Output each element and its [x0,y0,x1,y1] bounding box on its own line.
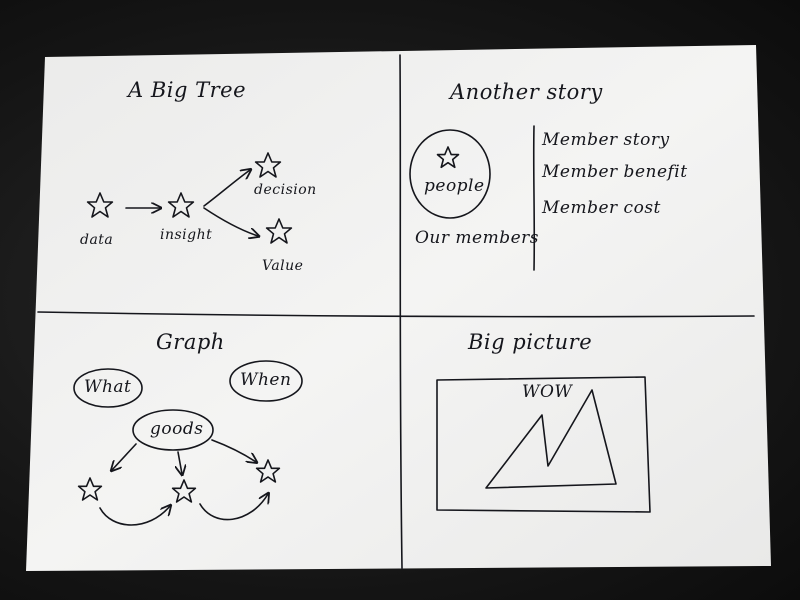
star-icon-graph-left [77,477,103,501]
star-icon-value [265,218,293,244]
label-our-members: Our members [415,228,540,248]
bubble-what [73,368,143,408]
list-item-member-cost: Member cost [542,198,661,218]
horizontal-divider [37,311,755,318]
title-graph: Graph [156,330,225,354]
mountain-icon [485,389,617,489]
title-another-story: Another story [450,80,603,104]
star-icon-graph-right [255,459,281,483]
bubble-label-when: When [240,370,292,390]
label-decision: decision [254,182,317,198]
list-divider [532,125,536,271]
picture-frame [436,376,651,513]
star-icon-decision [254,152,282,178]
arrow-to-decision [203,170,250,207]
star-icon-insight [167,192,195,218]
arrow-middle-to-right [199,494,268,521]
title-big-picture: Big picture [468,330,593,354]
bubble-goods [132,409,214,451]
label-insight: insight [160,227,213,243]
star-icon-data [86,192,114,218]
bubble-label-what: What [84,377,132,397]
arrow-to-value [203,207,258,236]
label-value: Value [262,258,304,274]
bubble-when [229,360,303,402]
bubble-label-goods: goods [150,419,204,439]
star-icon-graph-middle [171,479,197,503]
list-item-member-benefit: Member benefit [542,162,688,182]
star-icon-people [436,146,460,169]
arrow-goods-left [112,443,137,470]
paper-sheet [26,45,771,571]
label-people: people [424,176,485,196]
frame-text-wow: WOW [522,382,573,402]
vertical-divider [399,54,403,569]
people-circle [409,129,491,219]
list-item-member-story: Member story [542,130,670,150]
arrow-left-to-middle [99,506,170,526]
arrow-goods-middle [178,451,182,474]
arrow-goods-right [211,439,256,462]
title-big-tree: A Big Tree [128,78,247,102]
label-data: data [80,232,114,248]
